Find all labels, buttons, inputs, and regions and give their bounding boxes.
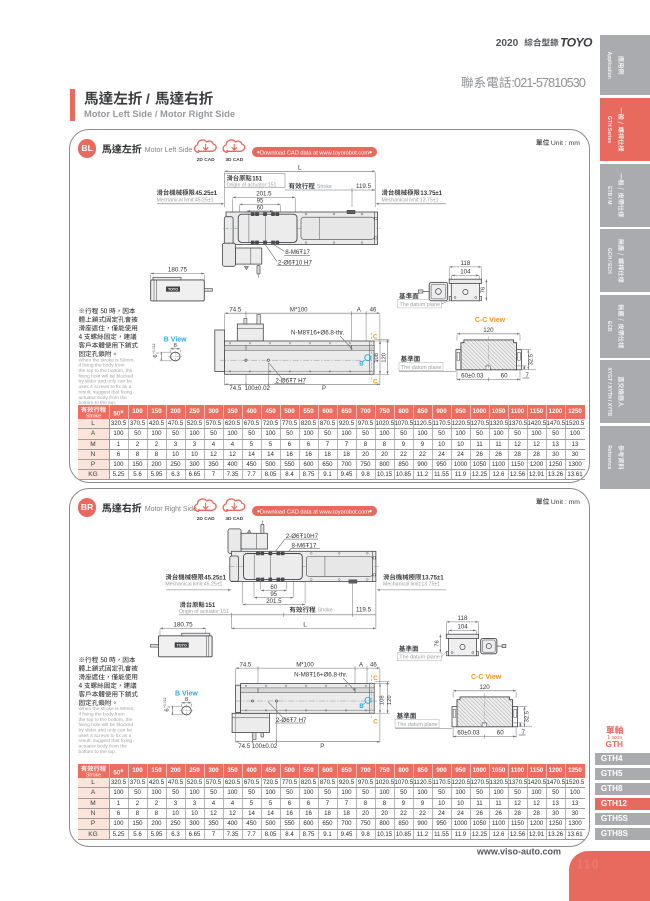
svg-text:/: / bbox=[146, 92, 150, 108]
svg-text:GTH: GTH bbox=[606, 739, 624, 749]
svg-text::021-57810530: :021-57810530 bbox=[511, 76, 586, 90]
svg-text:www.viso-auto.com: www.viso-auto.com bbox=[476, 847, 561, 857]
svg-text:2020: 2020 bbox=[496, 38, 519, 49]
svg-text:1 axis: 1 axis bbox=[607, 735, 622, 741]
svg-text:Motor Left Side / Motor Right: Motor Left Side / Motor Right Side bbox=[84, 108, 235, 119]
svg-text:TOYO: TOYO bbox=[560, 35, 593, 49]
